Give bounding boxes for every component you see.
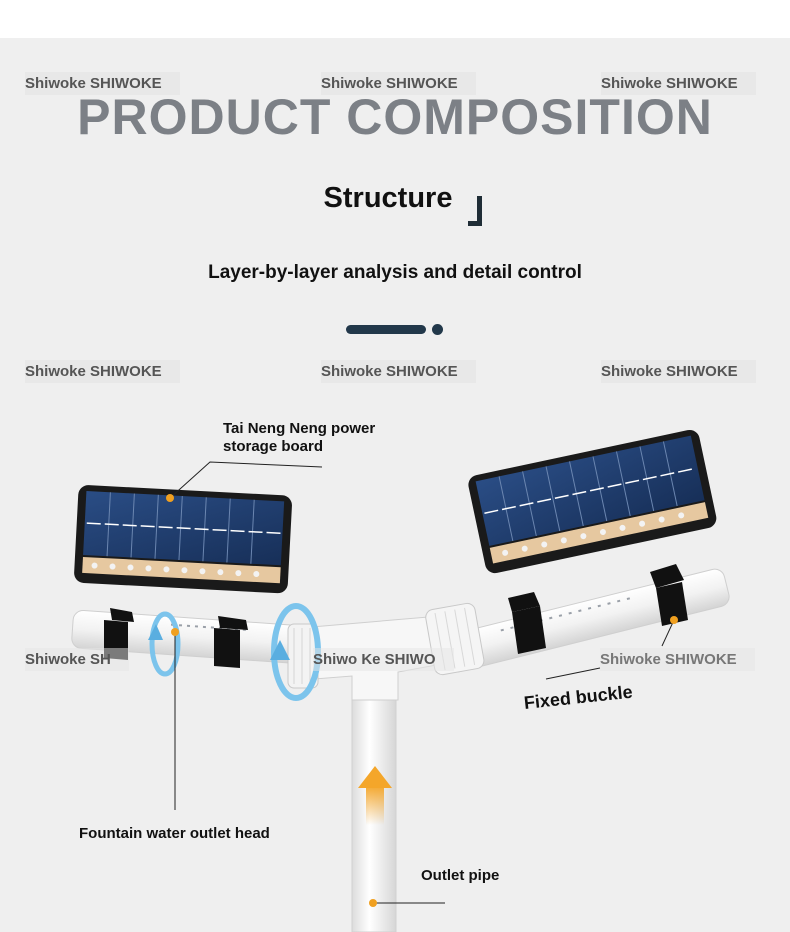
left-connector-nut bbox=[287, 623, 319, 689]
watermark-text: Shiwoke SHIWOKE bbox=[601, 72, 756, 95]
section-subhead: Structure bbox=[323, 182, 453, 214]
left-solar-panel bbox=[74, 485, 292, 594]
marker-dot-outlet-pipe bbox=[369, 899, 377, 907]
rotate-arrowhead-left-icon bbox=[148, 624, 163, 640]
marker-dot-solar-board bbox=[166, 494, 174, 502]
bracket-decoration bbox=[468, 196, 482, 226]
marker-dot-fixed-buckle bbox=[670, 616, 678, 624]
top-white-strip bbox=[0, 0, 790, 38]
divider-dot bbox=[432, 324, 443, 335]
fixed-buckle-2 bbox=[214, 616, 248, 668]
watermark-text: Shiwoke SHIWOKE bbox=[25, 360, 180, 383]
flow-arrow-icon bbox=[358, 766, 392, 825]
watermark-text: Shiwoke SHIWOKE bbox=[321, 360, 476, 383]
watermark-text: Shiwoke SHIWOKE bbox=[25, 72, 180, 95]
page-headline: PRODUCT COMPOSITION bbox=[77, 89, 713, 145]
watermark-text: Shiwo Ke SHIWO bbox=[313, 648, 454, 671]
marker-dot-fountain-head bbox=[171, 628, 179, 636]
callout-fountain-head: Fountain water outlet head bbox=[79, 825, 270, 842]
section-tagline: Layer-by-layer analysis and detail contr… bbox=[208, 262, 582, 283]
fixed-buckle-4 bbox=[650, 564, 688, 626]
fixed-buckle-3 bbox=[508, 592, 546, 654]
watermark-text: Shiwoke SHIWOKE bbox=[600, 648, 755, 671]
callout-solar-board-line2: storage board bbox=[223, 438, 324, 455]
right-solar-panel bbox=[468, 429, 717, 574]
callout-outlet-pipe: Outlet pipe bbox=[421, 867, 500, 884]
rotate-arrow-left-icon bbox=[149, 611, 181, 677]
divider-pill bbox=[346, 325, 426, 334]
watermark-text: Shiwoke SHIWOKE bbox=[601, 360, 756, 383]
callout-solar-board-line1: Tai Neng Neng power bbox=[223, 420, 376, 437]
watermark-text: Shiwoke SH bbox=[25, 648, 129, 671]
leader-line-fixed-buckle bbox=[545, 667, 601, 680]
watermark-text: Shiwoke SHIWOKE bbox=[321, 72, 476, 95]
leader-line-fixed-buckle-2 bbox=[661, 619, 675, 647]
leader-line-solar-board bbox=[169, 461, 323, 499]
rotate-arrowhead-right-icon bbox=[270, 640, 290, 660]
